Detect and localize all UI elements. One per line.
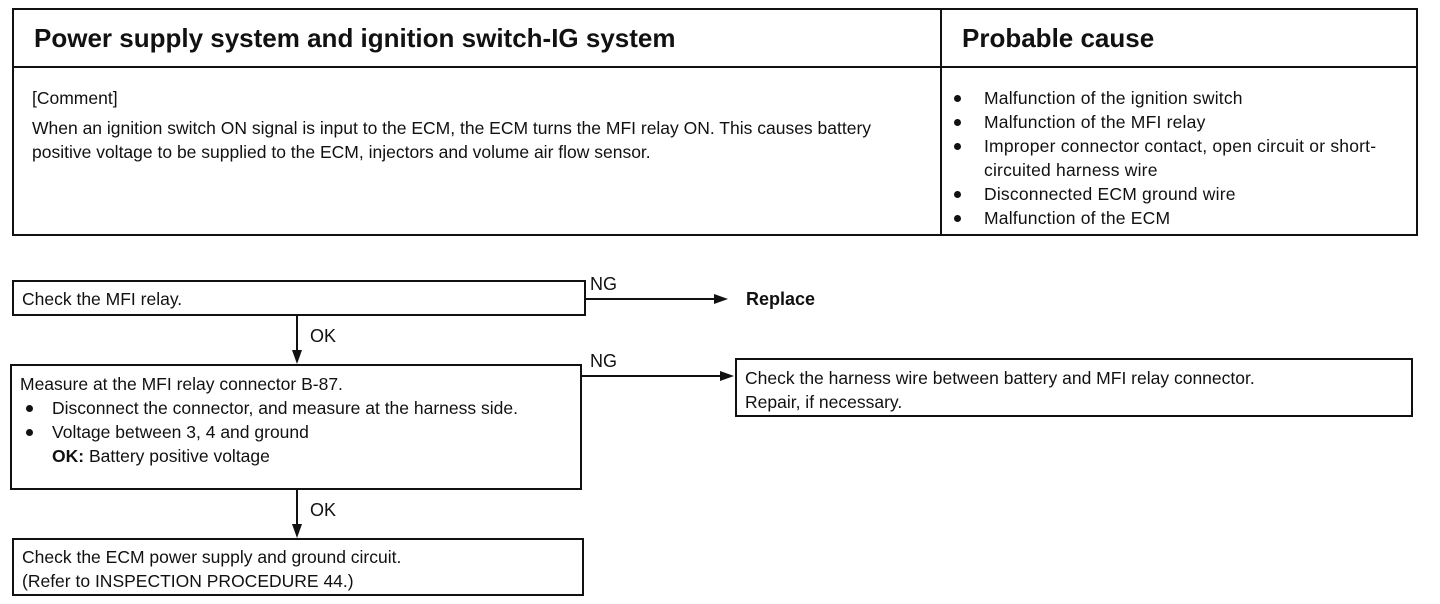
ok-label-2: OK (310, 500, 337, 520)
step-check-mfi-relay: Check the MFI relay. (12, 280, 586, 316)
bullet-icon (954, 95, 961, 102)
cause-item: Improper connector contact, open circuit… (950, 134, 1410, 182)
system-title: Power supply system and ignition switch-… (34, 23, 676, 53)
arrow-down-icon (292, 524, 302, 538)
bullet-icon (26, 429, 33, 436)
ok-connector-2 (296, 490, 298, 526)
ng-label-2: NG (590, 351, 617, 371)
cause-item: Malfunction of the ignition switch (950, 86, 1410, 110)
probable-cause-title-cell: Probable cause (942, 10, 1416, 68)
step2-ok-criteria: OK: Battery positive voltage (20, 444, 572, 468)
step-measure-relay-connector: Measure at the MFI relay connector B-87.… (10, 364, 582, 490)
comment: [Comment] When an ignition switch ON sig… (32, 86, 927, 164)
causes-list: Malfunction of the ignition switch Malfu… (950, 86, 1410, 230)
ok-label-1: OK (310, 326, 337, 346)
harness-check-line2: Repair, if necessary. (745, 392, 903, 412)
comment-text: When an ignition switch ON signal is inp… (32, 118, 872, 162)
system-title-cell: Power supply system and ignition switch-… (14, 10, 942, 68)
cause-item: Malfunction of the ECM (950, 206, 1410, 230)
step-check-ecm-power: Check the ECM power supply and ground ci… (12, 538, 584, 596)
arrow-right-icon (720, 371, 734, 381)
cause-item: Malfunction of the MFI relay (950, 110, 1410, 134)
ecm-check-line1: Check the ECM power supply and ground ci… (22, 547, 402, 567)
step2-item: Disconnect the connector, and measure at… (20, 396, 572, 420)
ecm-check-line2: (Refer to INSPECTION PROCEDURE 44.) (22, 571, 354, 591)
causes-cell: Malfunction of the ignition switch Malfu… (942, 68, 1416, 234)
ng-connector-2 (582, 375, 722, 377)
ng-connector-1 (586, 298, 716, 300)
harness-check-line1: Check the harness wire between battery a… (745, 368, 1255, 388)
step-check-harness-wire: Check the harness wire between battery a… (735, 358, 1413, 417)
bullet-icon (954, 119, 961, 126)
bullet-icon (954, 191, 961, 198)
header-table: Power supply system and ignition switch-… (12, 8, 1418, 236)
probable-cause-title: Probable cause (962, 23, 1155, 53)
cause-item: Disconnected ECM ground wire (950, 182, 1410, 206)
step2-item: Voltage between 3, 4 and ground (20, 420, 572, 444)
step2-title: Measure at the MFI relay connector B-87. (20, 374, 343, 394)
comment-cell: [Comment] When an ignition switch ON sig… (14, 68, 942, 234)
bullet-icon (954, 215, 961, 222)
bullet-icon (26, 405, 33, 412)
ng-label-1: NG (590, 274, 617, 294)
step1-text: Check the MFI relay. (22, 289, 183, 309)
comment-label: [Comment] (32, 88, 118, 108)
ok-connector-1 (296, 316, 298, 352)
replace-action: Replace (746, 289, 816, 309)
ok-criteria-value: Battery positive voltage (88, 446, 270, 466)
ok-criteria-label: OK: (52, 446, 85, 466)
bullet-icon (954, 143, 961, 150)
arrow-right-icon (714, 294, 728, 304)
arrow-down-icon (292, 350, 302, 364)
